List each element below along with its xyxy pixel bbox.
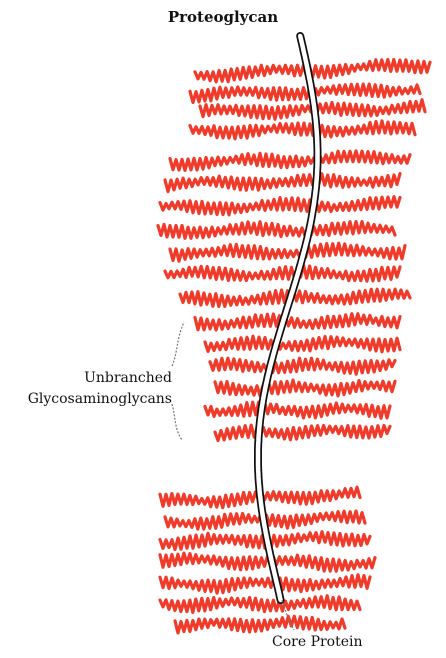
glycosaminoglycan-chains	[158, 60, 430, 634]
gag-label-line2: Glycosaminoglycans	[6, 389, 172, 410]
gag-label: Unbranched Glycosaminoglycans	[6, 368, 172, 410]
glycosaminoglycan-chain	[170, 243, 405, 261]
glycosaminoglycan-chain	[205, 336, 400, 352]
glycosaminoglycan-chain	[215, 380, 395, 396]
core-protein-label: Core Protein	[272, 634, 363, 650]
glycosaminoglycan-chain	[165, 174, 400, 192]
glycosaminoglycan-chain	[210, 358, 395, 374]
glycosaminoglycan-chain	[160, 197, 400, 215]
glycosaminoglycan-chain	[215, 425, 390, 440]
glycosaminoglycan-chain	[158, 222, 395, 239]
glycosaminoglycan-chain	[190, 84, 420, 102]
gag-label-line1: Unbranched	[6, 368, 172, 389]
glycosaminoglycan-chain	[160, 596, 360, 613]
glycosaminoglycan-chain	[190, 121, 415, 139]
diagram-title: Proteoglycan	[0, 8, 446, 26]
glycosaminoglycan-chain	[205, 402, 390, 418]
glycosaminoglycan-chain	[175, 616, 345, 633]
glycosaminoglycan-chain	[165, 265, 400, 281]
glycosaminoglycan-chain	[195, 314, 400, 330]
glycosaminoglycan-chain	[160, 575, 370, 593]
gag-label-leader	[172, 322, 184, 366]
gag-label-leader	[172, 404, 182, 440]
glycosaminoglycan-chain	[170, 151, 410, 171]
